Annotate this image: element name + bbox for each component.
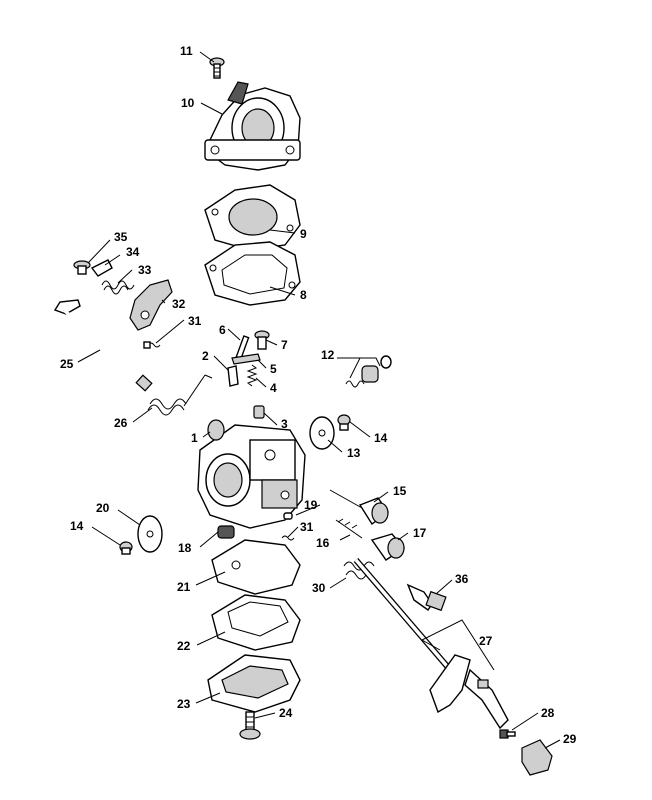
callout-34: 34	[126, 245, 140, 259]
callout-19: 19	[304, 498, 318, 512]
part-3-plug	[253, 405, 265, 419]
part-29-knob	[521, 739, 553, 776]
part-32-lever	[129, 279, 173, 331]
part-9-diaphragm	[204, 184, 301, 251]
part-28-screw	[499, 729, 516, 739]
callout-20: 20	[96, 501, 110, 515]
callout-15: 15	[393, 484, 407, 498]
callout-1: 1	[191, 431, 198, 445]
part-30-spring	[343, 561, 375, 580]
callout-27: 27	[479, 634, 493, 648]
callout-31-lower: 31	[300, 520, 314, 534]
callout-16: 16	[316, 536, 330, 550]
callout-13: 13	[347, 446, 361, 460]
part-4-spring	[246, 364, 258, 387]
part-27-choke-shaft	[353, 558, 509, 730]
part-14-screw-lower	[119, 541, 133, 555]
callout-22: 22	[177, 639, 191, 653]
part-25-throttle-shaft	[53, 299, 153, 392]
callout-29-label: 29	[563, 732, 577, 746]
callout-12: 12	[321, 348, 335, 362]
part-19-pin	[283, 512, 293, 520]
part-10-intake-housing	[204, 81, 301, 171]
callout-8: 8	[300, 288, 307, 302]
part-18-screen	[217, 525, 235, 539]
callout-7: 7	[281, 338, 288, 352]
callout-17: 17	[413, 526, 427, 540]
part-13-disc	[309, 416, 335, 450]
part-8-gasket	[204, 241, 301, 306]
part-24-screw	[239, 711, 261, 740]
callout-33: 33	[138, 263, 152, 277]
callout-2: 2	[202, 349, 209, 363]
part-1-carburetor-body	[197, 419, 306, 529]
part-22-gasket	[211, 594, 301, 651]
callout-25: 25	[60, 357, 74, 371]
part-12-spring-set	[345, 355, 392, 388]
part-20-disc	[137, 515, 163, 553]
part-5-lever	[231, 353, 261, 365]
callout-23: 23	[177, 697, 191, 711]
callout-5: 5	[270, 362, 277, 376]
callout-28: 28	[541, 706, 555, 720]
callout-4: 4	[270, 381, 277, 395]
part-11-screw	[209, 57, 225, 79]
callout-11: 11	[180, 44, 193, 58]
part-2-valve	[227, 365, 239, 387]
leader-lines	[77, 51, 561, 749]
callout-3: 3	[281, 417, 288, 431]
part-16-needle	[335, 518, 363, 539]
callout-30: 30	[312, 581, 326, 595]
callout-31-upper: 31	[188, 314, 202, 328]
part-31-pin-lower	[281, 535, 295, 541]
part-33-spring	[101, 280, 135, 295]
part-26-torsion-spring	[147, 374, 213, 416]
part-23-cover	[207, 654, 301, 713]
callout-24-label: 24	[279, 706, 293, 720]
callout-18: 18	[178, 541, 192, 555]
part-36-fitting	[406, 583, 447, 612]
part-15-adjust-screw	[329, 489, 389, 526]
part-6-pin	[235, 335, 250, 360]
callout-14-upper: 14	[374, 431, 388, 445]
part-35-screw	[73, 260, 91, 275]
callout-14-lower: 14	[70, 519, 84, 533]
callout-35: 35	[114, 230, 128, 244]
callout-9: 9	[300, 227, 307, 241]
callout-10: 10	[181, 96, 195, 110]
part-14-screw-upper	[337, 414, 351, 431]
part-17-cap	[370, 533, 406, 561]
part-7-screw	[254, 330, 270, 350]
callout-26: 26	[114, 416, 128, 430]
callout-labels: 11 10 9 8 35 34 33 32 31 25 26 6 7 2 5 4…	[60, 44, 577, 746]
part-31-pin-upper	[143, 341, 161, 349]
callout-21: 21	[177, 580, 191, 594]
callout-36: 36	[455, 572, 469, 586]
callout-32: 32	[172, 297, 186, 311]
part-21-diaphragm	[211, 539, 301, 595]
callout-6: 6	[219, 323, 226, 337]
